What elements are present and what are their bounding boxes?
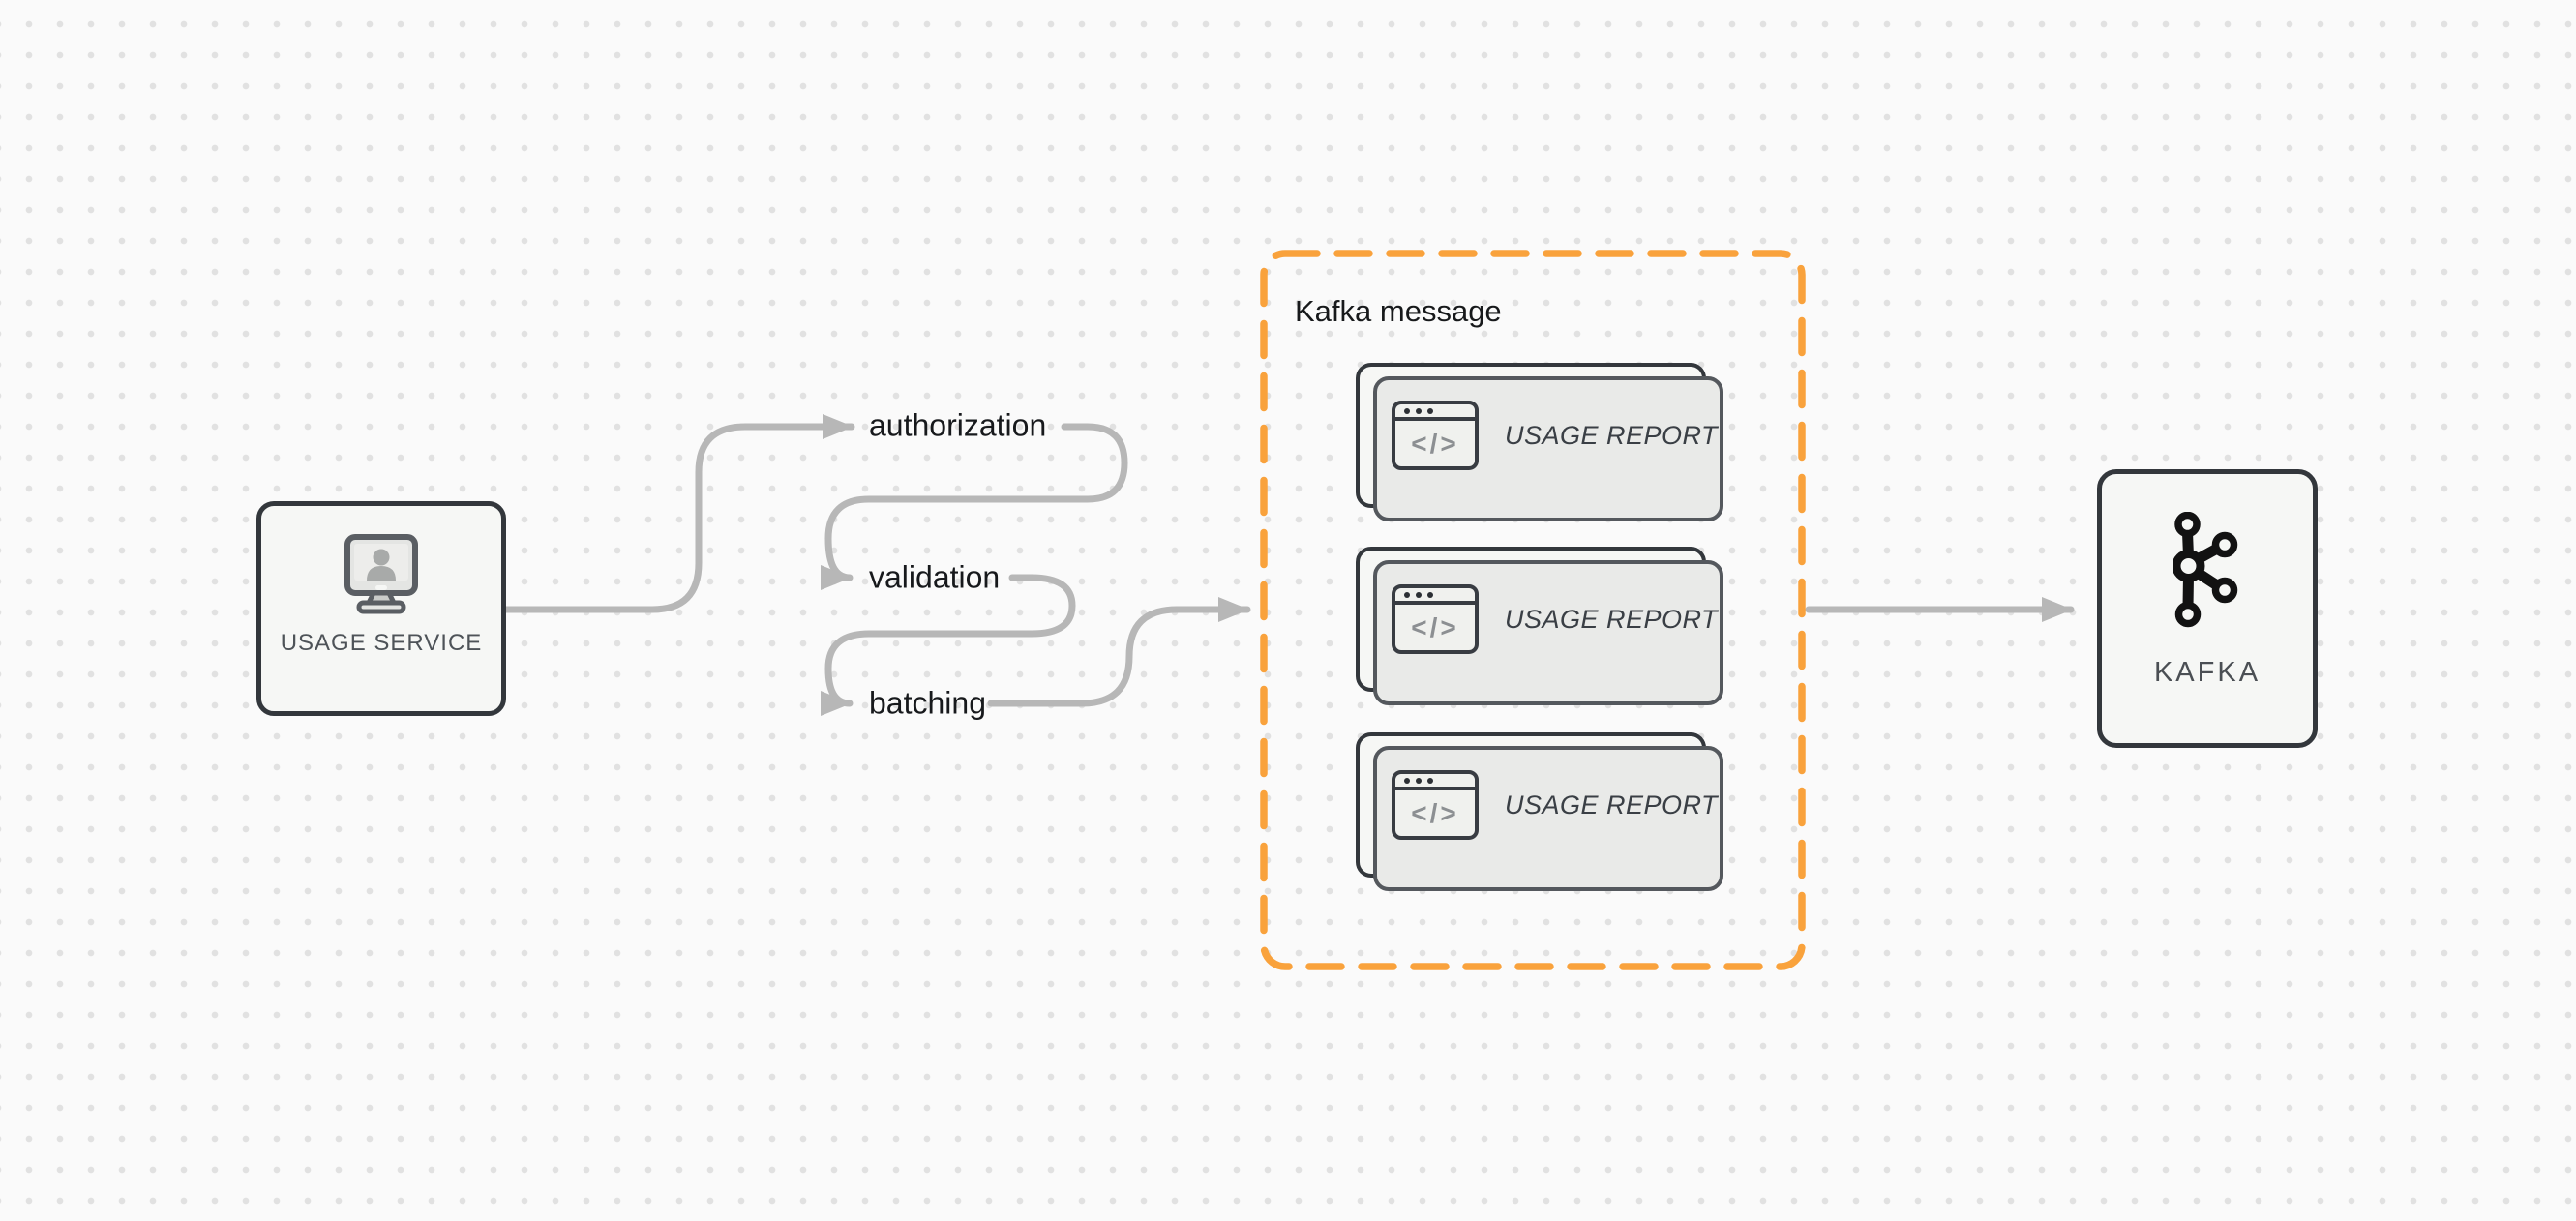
connector-batching-to-kafka-message	[987, 597, 1251, 707]
window-dot	[1416, 591, 1422, 598]
kafka-message-boundary	[1260, 250, 1806, 970]
window-bar	[1395, 774, 1475, 790]
kafka-message-group-title: Kafka message	[1295, 294, 1502, 328]
connector-usage-to-authorization	[502, 414, 855, 613]
window-dot	[1416, 777, 1422, 784]
window-dot	[1427, 407, 1433, 414]
connector-authorization-to-validation	[820, 423, 1128, 590]
window-dot	[1427, 591, 1433, 598]
code-glyph: </>	[1411, 797, 1459, 828]
window-bar	[1395, 588, 1475, 605]
code-window-icon: </>	[1392, 401, 1479, 470]
code-window-icon: </>	[1392, 770, 1479, 840]
window-dot	[1416, 407, 1422, 414]
usage-report-card: </> USAGE REPORT	[1356, 547, 1723, 705]
kafka-logo-icon	[2173, 512, 2238, 628]
connector-validation-to-batching	[820, 574, 1076, 716]
code-window-icon: </>	[1392, 584, 1479, 654]
kafka-node: KAFKA	[2097, 469, 2318, 748]
usage-report-label: USAGE REPORT	[1505, 789, 1719, 819]
usage-report-label: USAGE REPORT	[1505, 420, 1719, 450]
window-dot	[1404, 407, 1410, 414]
usage-report-label: USAGE REPORT	[1505, 604, 1719, 634]
step-label-batching: batching	[869, 685, 986, 721]
usage-report-card: </> USAGE REPORT	[1356, 363, 1723, 521]
kafka-label: KAFKA	[2153, 657, 2261, 688]
window-dot	[1404, 777, 1410, 784]
monitor-user-icon	[344, 534, 418, 614]
step-label-validation: validation	[869, 559, 1001, 595]
window-bar	[1395, 404, 1475, 421]
usage-report-card: </> USAGE REPORT	[1356, 732, 1723, 891]
step-label-authorization: authorization	[869, 407, 1047, 443]
code-glyph: </>	[1411, 611, 1459, 642]
usage-service-label: USAGE SERVICE	[280, 630, 483, 656]
code-glyph: </>	[1411, 428, 1459, 459]
window-dot	[1404, 591, 1410, 598]
usage-service-node: USAGE SERVICE	[256, 501, 506, 716]
window-dot	[1427, 777, 1433, 784]
